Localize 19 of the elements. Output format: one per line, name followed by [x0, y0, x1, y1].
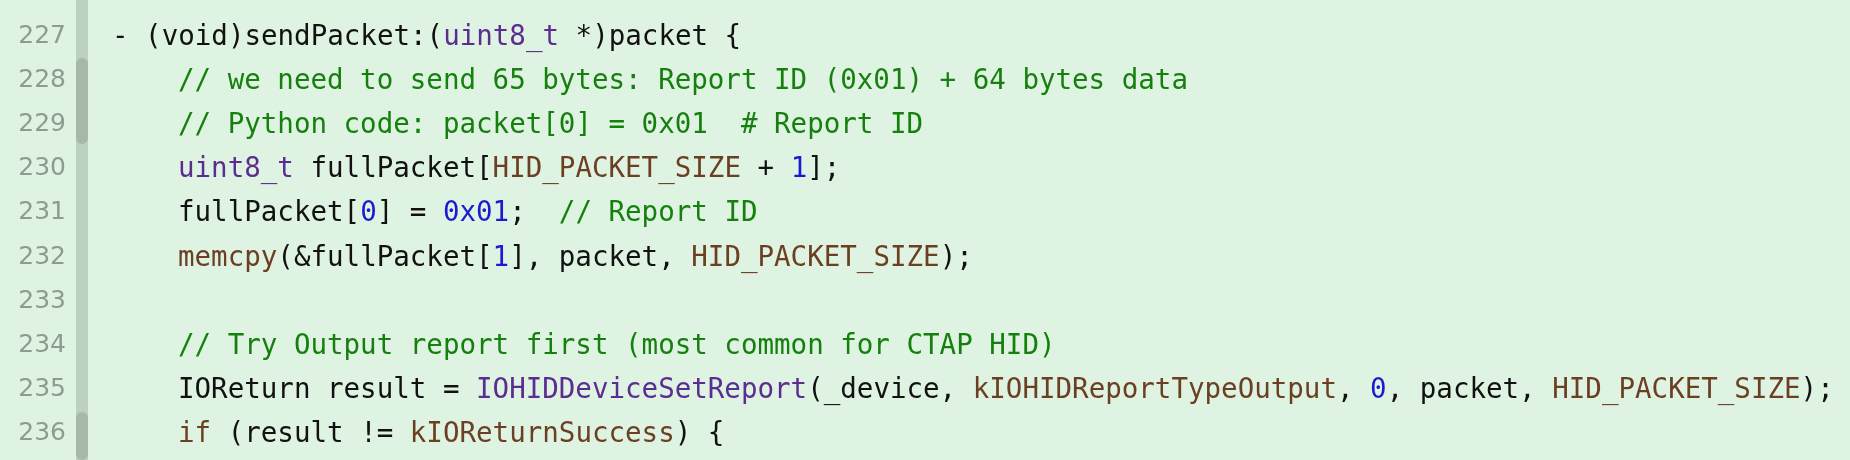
- code-line: - (void)sendPacket:(uint8_t *)packet {: [112, 18, 742, 54]
- line-number: 231: [17, 195, 66, 228]
- line-number: 233: [17, 283, 66, 316]
- line-number: 234: [17, 327, 66, 360]
- line-number: 227: [17, 19, 66, 51]
- code-line: if (result != kIOReturnSuccess) {: [178, 414, 725, 450]
- code-line: IOReturn result = IOHIDDeviceSetReport(_device, kIOHIDReportTypeOutput, 0, packet, HID_PACKET_SIZE);: [178, 370, 1834, 407]
- line-number: 236: [17, 415, 66, 448]
- code-line: memcpy(&fullPacket[1], packet, HID_PACKET_SIZE);: [178, 238, 973, 275]
- code-line: uint8_t fullPacket[HID_PACKET_SIZE + 1];: [178, 150, 841, 186]
- code-line: // Python code: packet[0] = 0x01 # Report ID: [178, 106, 924, 142]
- line-number: 230: [17, 151, 66, 184]
- code-line: fullPacket[0] = 0x01; // Report ID: [178, 194, 758, 230]
- code-line: // we need to send 65 bytes: Report ID (0x01) + 64 bytes data: [178, 62, 1188, 98]
- line-number: 228: [17, 63, 66, 96]
- line-number: 229: [17, 107, 66, 140]
- line-number: 235: [17, 371, 66, 404]
- line-number: 232: [17, 239, 66, 272]
- code-line: // Try Output report first (most common for CTAP HID): [178, 326, 1056, 362]
